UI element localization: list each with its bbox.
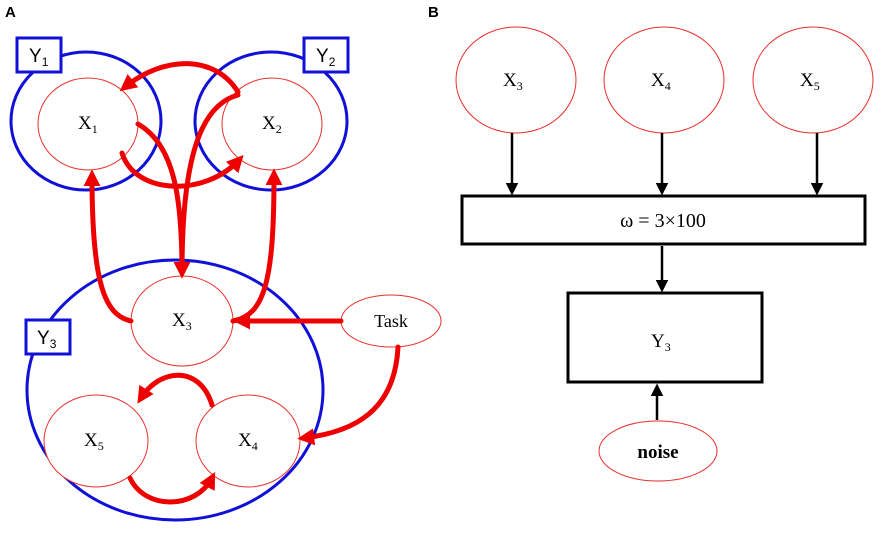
arrow-x2-to-x3 [179,92,241,275]
group-y1-name: Y [29,46,42,67]
input-x5-circle [752,26,874,134]
group-y3-label: Y3 [24,318,72,356]
arrow-x4-to-x5 [137,372,215,408]
svg-text:Y1: Y1 [29,46,49,69]
group-y2-name: Y [316,46,329,67]
svg-text:Y2: Y2 [316,46,336,69]
group-y2-circle [193,50,349,192]
weight-box [460,194,867,246]
arrow-x1-to-x2 [119,150,244,189]
node-x2-label: X2 [262,113,282,136]
panel-a-letter: A [5,4,16,21]
noise-label: noise [637,442,678,463]
arrow-task-to-x4 [297,344,401,446]
weight-label: ω = 3×100 [620,210,706,232]
group-y1-circle [9,50,163,192]
noise-node-circle [598,420,718,482]
node-x5-label: X5 [84,430,104,453]
panel-a: A Y1 Y2 [5,4,442,522]
input-x3-label: X3 [503,70,523,93]
task-node-label: Task [374,311,408,331]
arrow-x5-to-x4 [127,471,216,505]
panel-b: B X3 X4 X5 ω = 3×100 Y3 noise [428,4,874,482]
output-y3-label: Y3 [651,331,671,354]
output-y3-box [566,291,764,384]
node-x4-label: X4 [238,430,258,453]
node-x3-label: X3 [172,310,192,333]
node-x5-circle [43,394,149,488]
group-y3-name: Y [37,328,50,349]
arrow-x3-to-x1 [83,169,134,324]
arrow-x1-to-x3 [135,121,191,279]
panel-b-letter: B [428,4,439,21]
input-x4-circle [603,26,725,134]
svg-text:Y3: Y3 [37,328,57,351]
group-y2-sub: 2 [329,55,336,69]
input-x4-label: X4 [651,70,671,93]
group-y2-label: Y2 [302,36,350,74]
input-x3-circle [455,26,577,134]
arrow-x3-to-x2 [230,168,283,324]
input-x5-label: X5 [800,70,820,93]
group-y3-sub: 3 [50,337,57,351]
node-x1-label: X1 [78,113,98,136]
group-y1-label: Y1 [15,36,63,74]
group-y1-sub: 1 [42,55,49,69]
group-y3-circle [25,258,325,522]
arrow-x2-to-x1 [119,61,241,95]
